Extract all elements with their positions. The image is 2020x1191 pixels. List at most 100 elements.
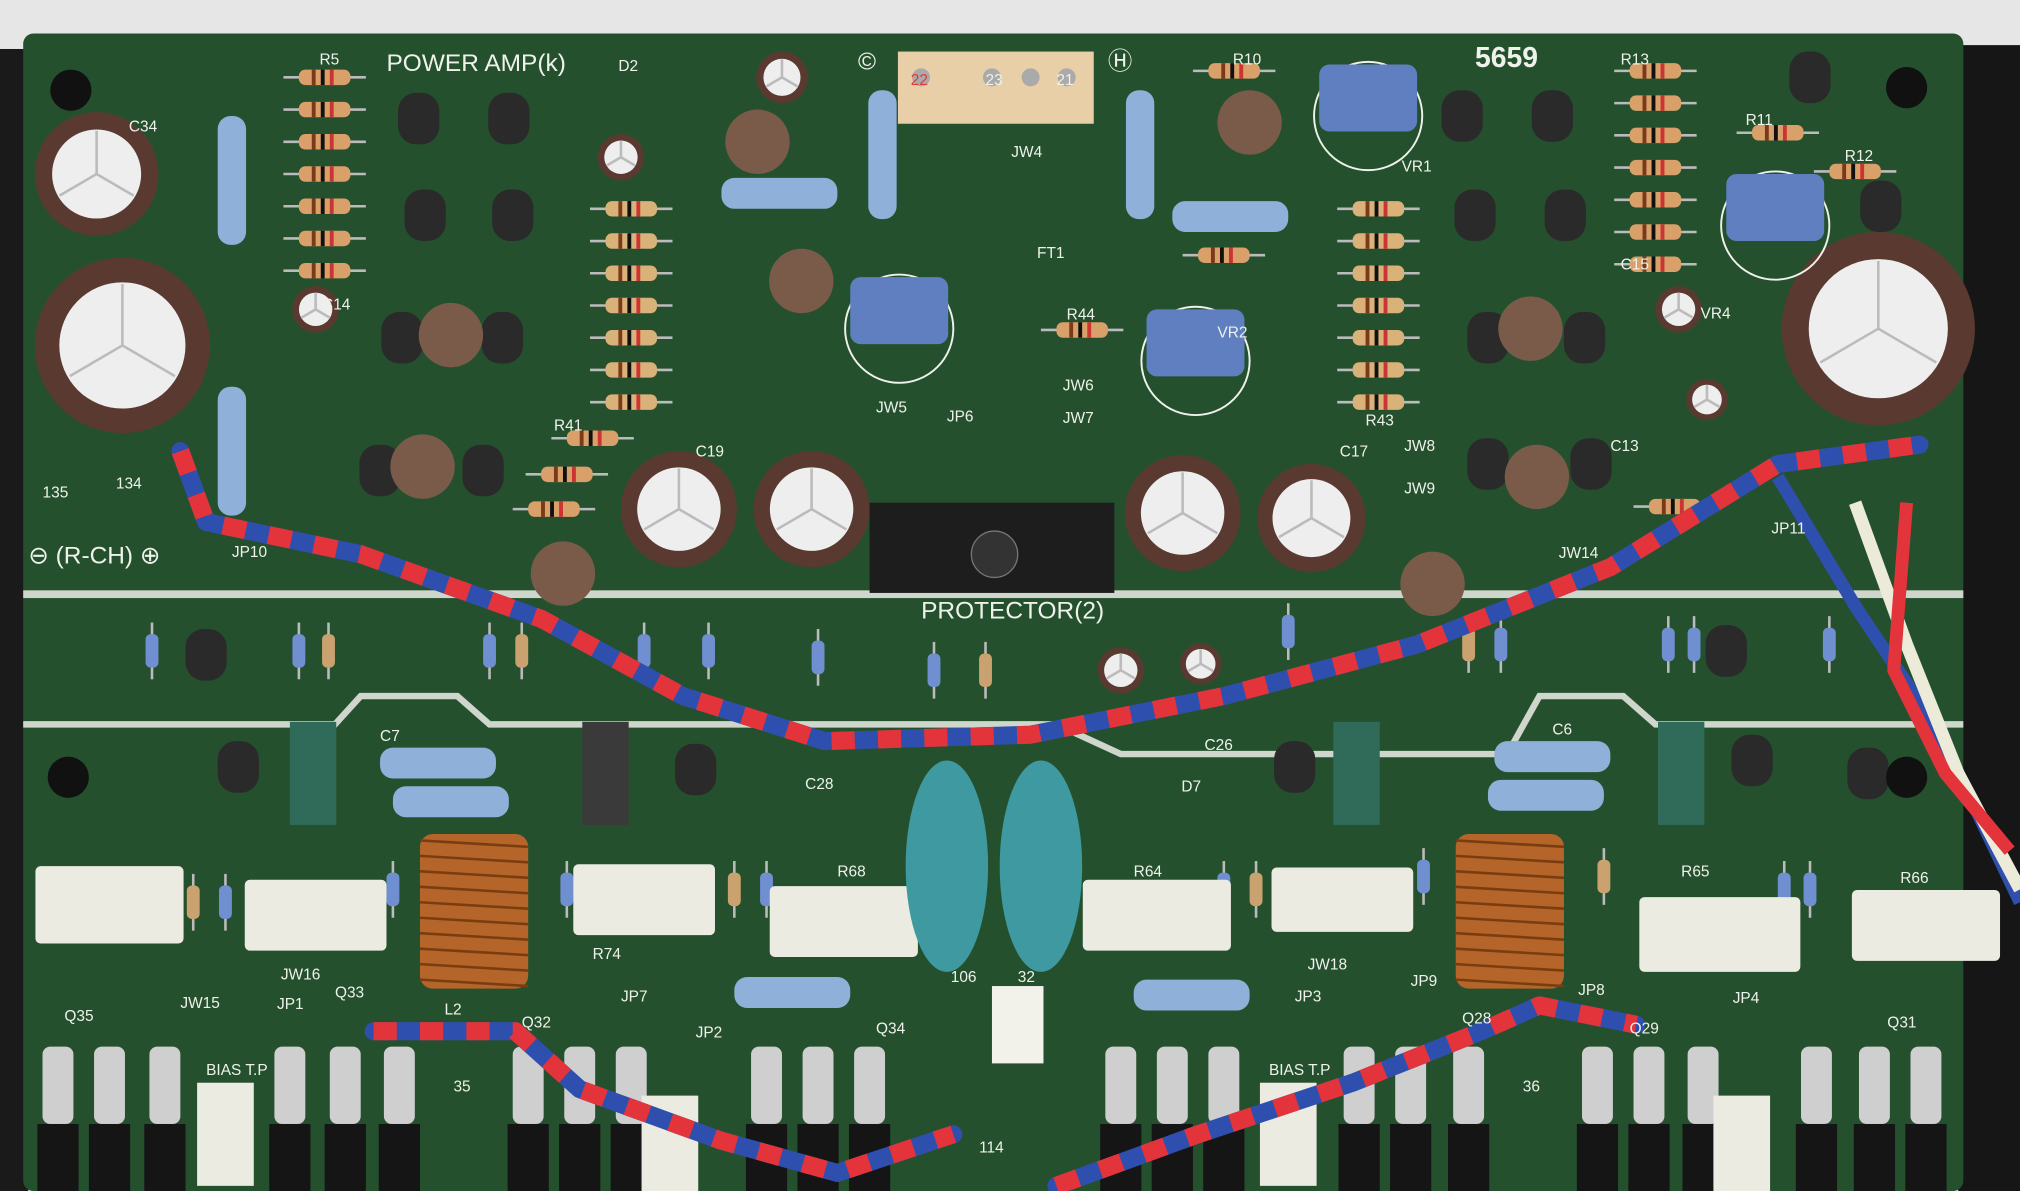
cement-resistor (1271, 867, 1414, 932)
transistor-lead (1858, 1046, 1890, 1124)
resistor-band (1383, 233, 1388, 249)
transistor (1531, 90, 1573, 142)
silkscreen-label: JW4 (1011, 144, 1042, 161)
resistor (1597, 859, 1611, 894)
transistor-lead (1156, 1046, 1188, 1124)
resistor-band (1642, 63, 1647, 79)
transistor (1847, 747, 1889, 800)
resistor (560, 872, 574, 907)
resistor-band (1365, 362, 1370, 378)
resistor-band (1860, 163, 1865, 180)
resistor-band (311, 230, 316, 247)
cement-resistor (769, 886, 918, 958)
trimmer-outline (844, 273, 955, 384)
cement-resistor (35, 866, 184, 944)
resistor (219, 885, 232, 920)
resistor-band (1660, 256, 1665, 272)
film-capacitor (530, 541, 596, 606)
silkscreen-label: Q28 (1462, 1010, 1491, 1027)
cement-resistor (1082, 879, 1231, 951)
resistor-band (1221, 63, 1226, 79)
silkscreen-label: JP8 (1578, 982, 1605, 999)
red-wire (1887, 502, 2015, 855)
silkscreen-label: 135 (43, 485, 69, 502)
output-transistor (559, 1123, 601, 1191)
resistor (1494, 627, 1508, 662)
resistor-band (320, 230, 325, 247)
resistor-band (1374, 329, 1379, 346)
resistor-band (1365, 329, 1370, 346)
output-transistor (1628, 1123, 1670, 1191)
transistor (1544, 189, 1586, 242)
silkscreen-label: C34 (129, 118, 158, 135)
resistor-band (311, 262, 316, 279)
connector-pin-label: 22 (911, 72, 928, 89)
output-transistor (507, 1123, 549, 1191)
silkscreen-label: JW18 (1308, 956, 1348, 973)
electrolytic-capacitor-vent (1106, 654, 1136, 680)
coil-winding (1455, 900, 1565, 911)
resistor-band (618, 297, 623, 314)
resistor-band (1383, 329, 1388, 346)
resistor-band (1383, 297, 1388, 314)
resistor-band (627, 362, 632, 378)
resistor-band (1661, 498, 1666, 515)
resistor-band (562, 466, 567, 483)
silkscreen-label: C15 (1621, 256, 1649, 273)
mounting-screw (47, 756, 89, 798)
resistor (298, 69, 351, 86)
coil-winding (419, 916, 529, 926)
output-transistor (37, 1123, 79, 1191)
coil-winding (419, 962, 529, 972)
trimmer-potentiometer (1146, 309, 1245, 377)
trimmer-outline (1140, 305, 1251, 417)
resistor-band (636, 201, 641, 217)
resistor-band (618, 265, 623, 281)
resistor-band (627, 233, 632, 249)
resistor (1462, 627, 1476, 662)
resistor-band (1383, 394, 1388, 410)
resistor-band (1670, 498, 1675, 515)
silkscreen-label: Q33 (335, 985, 364, 1002)
transistor (398, 92, 440, 145)
trimmer-outline (1313, 60, 1424, 172)
silkscreen-label: JP3 (1295, 989, 1322, 1006)
coil-winding (419, 870, 529, 880)
resistor-band (1210, 247, 1215, 263)
screw (970, 530, 1019, 579)
silkscreen-label: JW7 (1063, 410, 1094, 427)
trimmer-outline (1720, 170, 1831, 281)
resistor (811, 640, 825, 675)
output-transistor (1338, 1123, 1380, 1191)
power-resistor (868, 90, 897, 220)
silkscreen-label: R64 (1134, 863, 1163, 880)
resistor (483, 634, 496, 668)
film-capacitor (390, 434, 455, 499)
resistor-band (1383, 265, 1388, 281)
power-resistor (1133, 979, 1250, 1011)
resistor (727, 872, 741, 907)
output-transistor (269, 1123, 311, 1191)
transistor-lead (274, 1046, 306, 1124)
transistor-lead (1453, 1046, 1485, 1124)
silkscreen-label: JW6 (1063, 378, 1094, 395)
chassis-right (1958, 45, 2020, 1191)
resistor-band (636, 329, 641, 346)
transistor (185, 629, 227, 681)
resistor-band (1365, 297, 1370, 314)
connector-pin-label: 21 (1056, 72, 1073, 89)
connector-pin-label: 23 (986, 72, 1003, 89)
corner-mark: © (858, 49, 876, 76)
resistor-band (320, 134, 325, 150)
transistor-lead (802, 1046, 834, 1124)
power-resistor (1125, 90, 1155, 220)
box-capacitor (289, 721, 337, 825)
silkscreen-label: JW14 (1559, 545, 1599, 562)
silkscreen-label: JP7 (621, 989, 648, 1006)
cement-resistor (573, 864, 715, 936)
corner-mark: Ⓗ (1108, 48, 1132, 76)
resistor-band (1374, 362, 1379, 378)
connector-pin (1021, 68, 1040, 87)
components (34, 51, 2001, 1191)
